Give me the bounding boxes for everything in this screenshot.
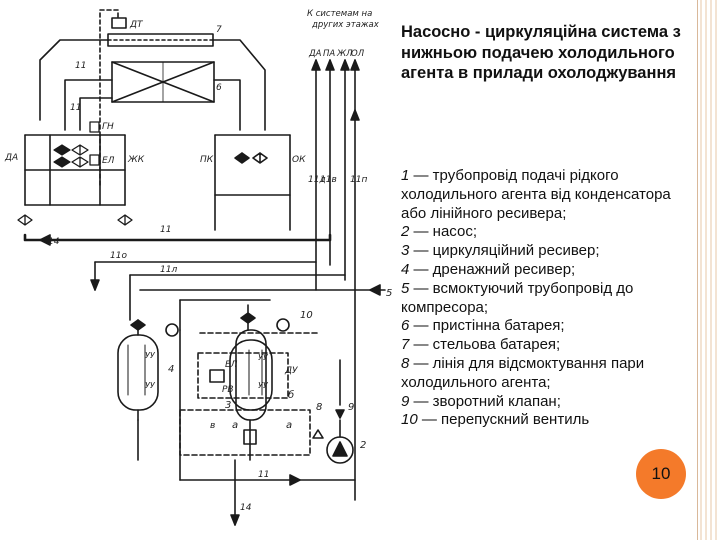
label-da: ДА <box>308 49 322 59</box>
legend-item: 9 — зворотний клапан; <box>401 393 691 412</box>
legend-item: 4 — дренажний ресивер; <box>401 261 691 280</box>
label-pv: РВ <box>222 385 234 395</box>
left-valves <box>17 121 133 226</box>
label-n11c: 11 <box>258 470 269 480</box>
legend-number: 9 <box>401 392 410 410</box>
legend-number: 4 <box>401 260 410 278</box>
refrigeration-schematic: ДТ К системам на других этажах ДА ПА ЖЛ … <box>4 9 392 526</box>
label-n8: 8 <box>316 402 322 413</box>
label-to-systems-2: других этажах <box>311 20 380 30</box>
legend-text: — пристінна батарея; <box>409 317 565 335</box>
bottom-outlets <box>137 419 240 526</box>
label-el2: ЕЛ <box>225 360 238 370</box>
legend-text: — стельова батарея; <box>409 336 561 354</box>
label-n2: 2 <box>360 440 366 451</box>
drain-receiver <box>117 319 179 421</box>
label-dt: ДТ <box>129 20 144 30</box>
label-uu3: УУ <box>258 353 269 362</box>
left-supply-lines <box>24 39 126 206</box>
label-uu4: УУ <box>258 381 269 390</box>
label-n5: 5 <box>386 288 392 299</box>
label-v1: в <box>210 421 215 431</box>
label-zhl: ЖЛ <box>336 49 353 59</box>
legend-item: 2 — насос; <box>401 223 691 242</box>
circulating-receiver <box>209 304 290 461</box>
bypass-box <box>179 409 311 456</box>
label-n11b: 11 <box>160 225 171 235</box>
control-box <box>197 352 289 399</box>
label-n11d2: 11д <box>308 175 326 185</box>
legend-item: 1 — трубопровід подачі рідкого холодильн… <box>401 167 691 223</box>
label-uu2: УУ <box>145 381 156 390</box>
slide-title: Насосно - циркуляційна система з нижньою… <box>401 23 681 82</box>
label-da-left: ДА <box>4 153 18 163</box>
legend-number: 3 <box>401 242 410 260</box>
legend-text: — всмоктуючий трубопровід до компресора; <box>401 279 634 316</box>
label-n11p: 11п <box>350 175 367 185</box>
legend-item: 10 — перепускний вентиль <box>401 411 691 430</box>
legend-item: 5 — всмоктуючий трубопровід до компресор… <box>401 280 691 318</box>
label-n3: 3 <box>225 400 231 411</box>
label-n4: 4 <box>168 364 174 375</box>
legend-list: 1 — трубопровід подачі рідкого холодильн… <box>401 167 691 430</box>
legend-number: 10 <box>401 411 418 429</box>
label-pa: ПА <box>323 49 335 59</box>
label-n11d: 11 <box>70 103 81 113</box>
legend-number: 5 <box>401 279 410 297</box>
label-n11a: 11 <box>75 61 86 71</box>
label-n14b: 14 <box>48 237 60 247</box>
legend-number: 8 <box>401 354 410 372</box>
right-supply-lines <box>212 39 291 231</box>
legend-text: — перепускний вентиль <box>417 411 590 429</box>
pump <box>312 359 354 464</box>
label-a2: а <box>286 420 292 431</box>
legend-number: 2 <box>401 223 410 241</box>
label-uu1: УУ <box>145 351 156 360</box>
label-pk: ПК <box>200 155 214 165</box>
wall-battery <box>111 61 215 103</box>
label-n14: 14 <box>240 503 252 513</box>
label-zhk: ЖК <box>127 155 145 165</box>
horizontal-mains <box>23 233 386 486</box>
slide-frame-line <box>697 0 698 540</box>
legend-number: 6 <box>401 317 410 335</box>
legend-item: 3 — циркуляційний ресивер; <box>401 242 691 261</box>
legend-text: — насос; <box>409 223 477 241</box>
label-n11v: 11в <box>320 175 337 185</box>
legend-item: 7 — стельова батарея; <box>401 336 691 355</box>
legend-text: — трубопровід подачі рідкого холодильног… <box>401 167 671 222</box>
label-n11l: 11л <box>160 265 177 275</box>
ceiling-battery <box>107 33 214 47</box>
legend-number: 1 <box>401 167 410 184</box>
label-ok: ОК <box>292 155 306 165</box>
label-a1: а <box>232 420 238 431</box>
label-el: ЕЛ <box>102 156 115 166</box>
legend-item: 6 — пристінна батарея; <box>401 317 691 336</box>
label-du: ДУ <box>284 366 298 376</box>
legend-number: 7 <box>401 336 410 354</box>
label-b1: б <box>288 389 294 401</box>
legend-text: — дренажний ресивер; <box>409 260 576 278</box>
floor-risers <box>311 59 360 501</box>
legend-text: — циркуляційний ресивер; <box>409 242 600 260</box>
label-gn: ГН <box>102 122 114 132</box>
label-n9: 9 <box>348 402 354 413</box>
label-n11o: 11о <box>110 251 127 261</box>
legend-text: — лінія для відсмоктування пари холодиль… <box>401 354 645 391</box>
page-number-badge: 10 <box>636 449 686 499</box>
label-n7: 7 <box>216 25 222 35</box>
label-n6: 6 <box>216 83 222 93</box>
label-ol: ОЛ <box>351 49 365 59</box>
legend-item: 8 — лінія для відсмоктування пари холоди… <box>401 355 691 393</box>
label-n10: 10 <box>300 310 313 321</box>
legend-text: — зворотний клапан; <box>409 392 561 410</box>
slide-frame-decoration <box>700 0 720 540</box>
label-to-systems-1: К системам на <box>307 9 372 19</box>
